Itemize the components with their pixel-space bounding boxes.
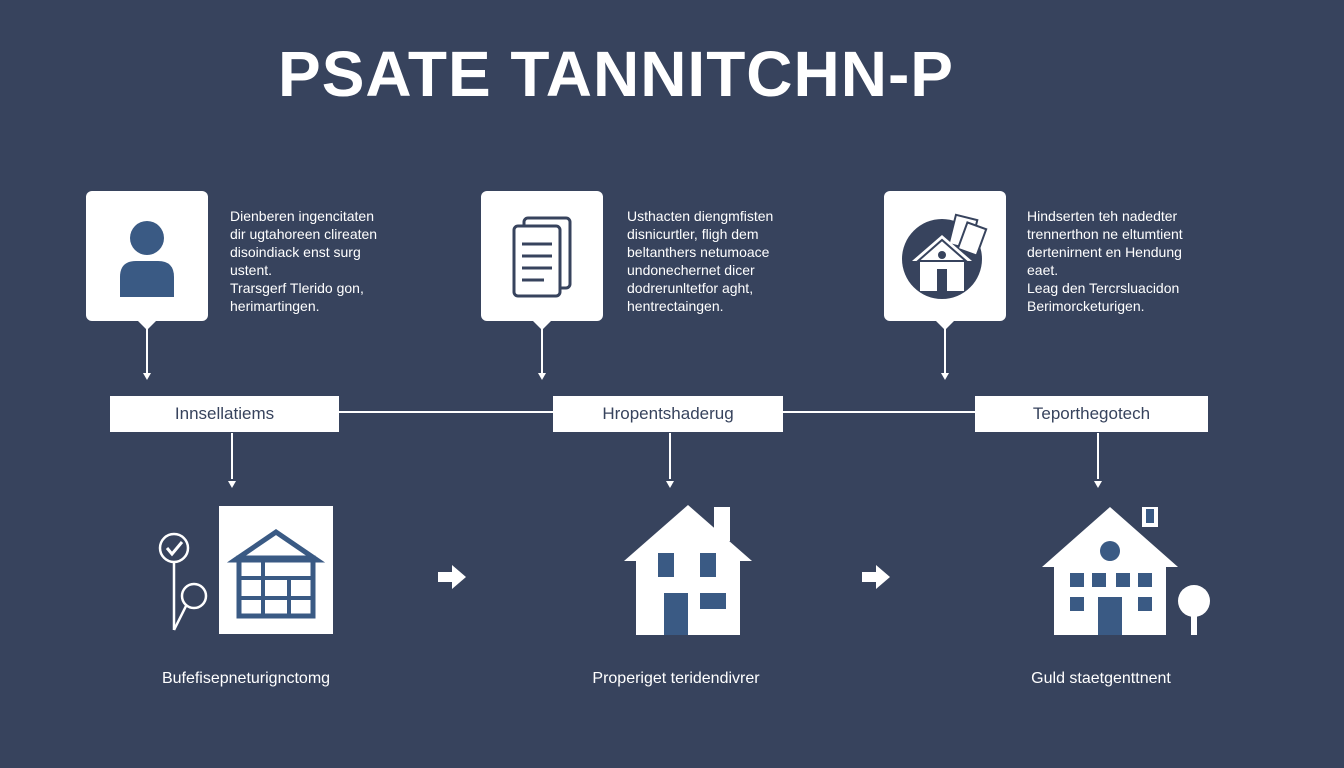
step-1-card (86, 191, 208, 330)
step-2-description-line: Usthacten diengmfisten (627, 208, 774, 224)
step-1-description-line: disoindiack enst surg (230, 244, 361, 260)
step-2-description: Usthacten diengmfisten disnicurtler, fli… (627, 207, 827, 315)
step-1-description-line: ustent. (230, 262, 273, 278)
arrow-down-icon (941, 373, 949, 380)
step-3-description-line: eaet. (1027, 262, 1059, 278)
arrow-down-icon (1094, 481, 1102, 488)
house-icon (624, 505, 752, 635)
step-3-description: Hindserten teh nadedter trennerthon ne e… (1027, 207, 1227, 315)
arrow-right-icon (862, 565, 890, 589)
blueprint-house-icon (219, 506, 333, 634)
step-3-description-line: Berimorcketurigen. (1027, 298, 1145, 314)
arrow-down-icon (666, 481, 674, 488)
connector-line (231, 433, 233, 479)
large-house-icon (1042, 507, 1210, 635)
arrow-right-icon (438, 565, 466, 589)
step-1-description-line: Trarsgerf Tlerido gon, (230, 280, 364, 296)
result-label-1: Bufefisepneturignctomg (161, 670, 331, 687)
step-2-description-line: disnicurtler, fligh dem (627, 226, 759, 242)
house-documents-icon (902, 213, 988, 299)
connector-line (669, 433, 671, 479)
step-2-description-line: beltanthers netumoace (627, 244, 770, 260)
connector-line (541, 324, 543, 374)
step-1-description-line: Dienberen ingencitaten (230, 208, 374, 224)
timeline-connector (338, 411, 554, 413)
step-3-card (884, 191, 1006, 330)
step-1-description: Dienberen ingencitaten dir ugtahoreen cl… (230, 207, 430, 315)
result-label-3: Guld staetgenttnent (1031, 670, 1171, 687)
document-icon (512, 216, 572, 298)
stage-box-3: Teporthegotech (975, 396, 1208, 432)
step-1-description-line: herimartingen. (230, 298, 320, 314)
arrow-down-icon (143, 373, 151, 380)
connector-line (1097, 433, 1099, 479)
stage-box-2: Hropentshaderug (553, 396, 783, 432)
step-3-description-line: dertenirnent en Hendung (1027, 244, 1182, 260)
connector-line (944, 324, 946, 374)
step-2-description-line: hentrectaingen. (627, 298, 724, 314)
page-title: PSATE TANNITCHN-P (278, 38, 954, 110)
arrow-down-icon (538, 373, 546, 380)
connector-line (146, 324, 148, 374)
step-3-description-line: Leag den Tercrsluacidon (1027, 280, 1180, 296)
step-2-description-line: dodrerunltetfor aght, (627, 280, 754, 296)
step-3-description-line: trennerthon ne eltumtient (1027, 226, 1183, 242)
person-icon (120, 221, 174, 297)
step-3-description-line: Hindserten teh nadedter (1027, 208, 1178, 224)
result-label-2: Properiget teridendivrer (592, 670, 760, 687)
arrow-down-icon (228, 481, 236, 488)
stage-box-1: Innsellatiems (110, 396, 339, 432)
step-2-card (481, 191, 603, 330)
step-2-description-line: undonechernet dicer (627, 262, 755, 278)
timeline-connector (782, 411, 976, 413)
step-1-description-line: dir ugtahoreen clireaten (230, 226, 378, 242)
checklist-pin-icon (158, 532, 208, 631)
